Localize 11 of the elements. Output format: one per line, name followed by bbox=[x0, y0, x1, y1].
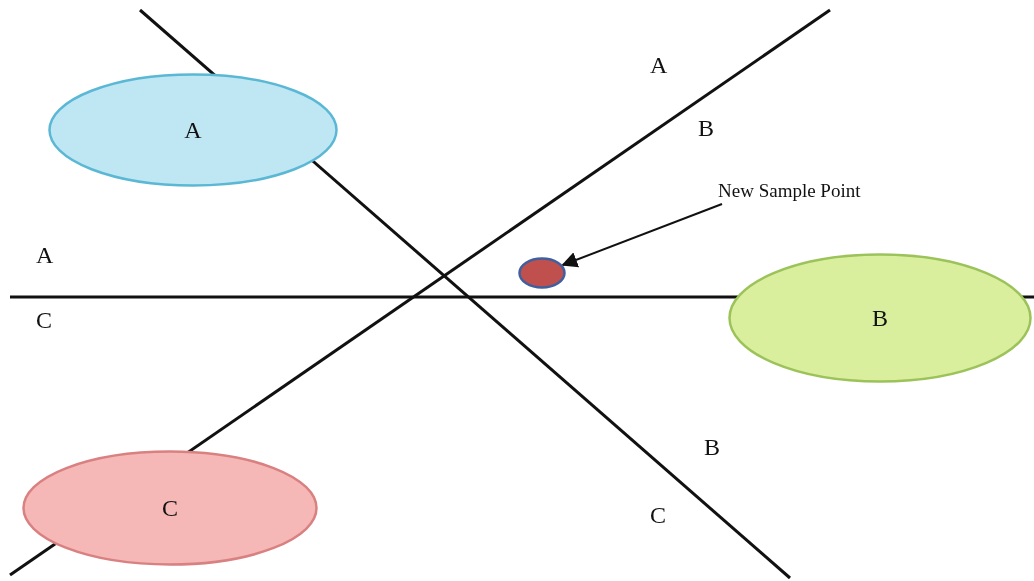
region-label: B bbox=[698, 115, 714, 142]
region-label: A bbox=[650, 52, 668, 79]
cluster-label: B bbox=[872, 304, 888, 332]
cluster-label: A bbox=[184, 116, 202, 144]
region-label: C bbox=[36, 307, 52, 334]
callout-text: New Sample Point bbox=[718, 180, 861, 202]
region-label: A bbox=[36, 242, 54, 269]
region-label: B bbox=[704, 434, 720, 461]
region-label: C bbox=[650, 502, 666, 529]
leader-arrow bbox=[561, 203, 723, 268]
cluster-label: C bbox=[162, 494, 178, 522]
